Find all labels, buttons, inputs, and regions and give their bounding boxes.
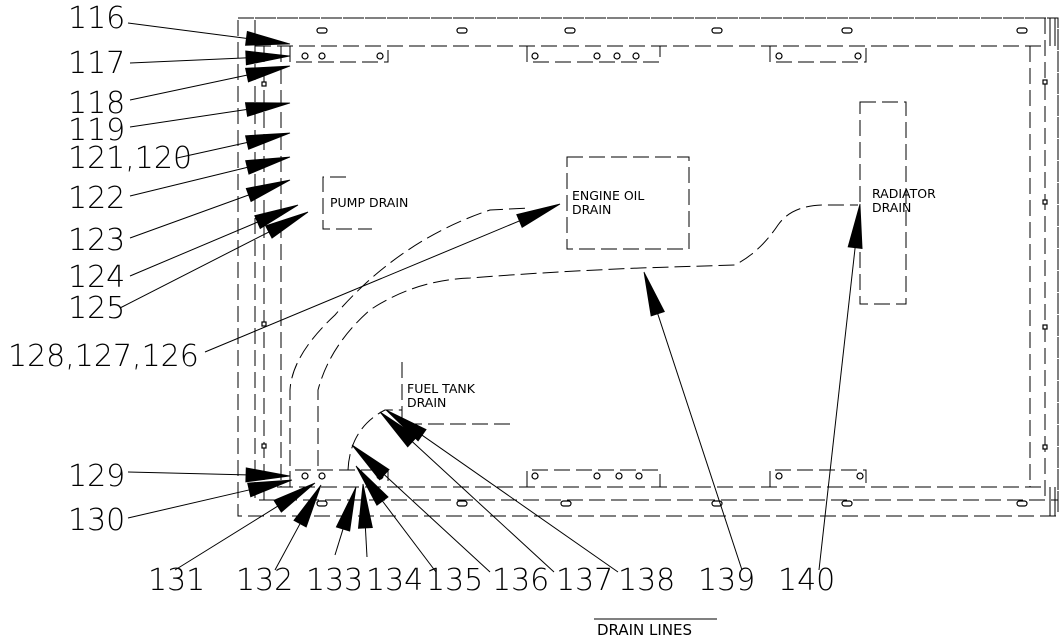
- leader-line: [382, 500, 437, 573]
- callout-119: 119: [68, 113, 125, 148]
- callout-129: 129: [68, 459, 125, 494]
- callout-117: 117: [68, 46, 125, 81]
- drain-hoses: [289, 204, 858, 471]
- leader-line: [129, 57, 247, 64]
- engine-oil-label-line2: DRAIN: [572, 202, 611, 217]
- leader-line: [818, 247, 856, 571]
- arrowhead: [385, 409, 427, 442]
- callout-118: 118: [68, 86, 125, 121]
- callout-130: 130: [68, 503, 125, 538]
- fuel-tank-label-line2: DRAIN: [407, 395, 446, 410]
- callout-123: 123: [68, 223, 125, 258]
- leader-line: [127, 22, 247, 39]
- callout-140: 140: [778, 563, 835, 598]
- diagram-caption: DRAIN LINES: [597, 621, 692, 639]
- leader-line: [129, 166, 248, 197]
- leader-line: [657, 313, 743, 571]
- callouts-bottom: 131 132 133 134 135 136 137 138 139 140: [148, 563, 835, 598]
- leader-line: [129, 194, 249, 239]
- arrowhead: [273, 482, 316, 513]
- leader-line: [334, 528, 344, 556]
- arrowhead: [293, 484, 322, 528]
- engine-oil-label-line1: ENGINE OIL: [572, 188, 644, 203]
- leader-line: [421, 434, 619, 573]
- callout-131: 131: [148, 563, 205, 598]
- callout-138: 138: [618, 563, 675, 598]
- arrowhead: [245, 132, 291, 150]
- arrowhead: [245, 30, 291, 46]
- arrowhead: [335, 486, 357, 532]
- arrowhead: [516, 203, 561, 228]
- mounting-holes: [261, 27, 1048, 507]
- arrowhead: [379, 411, 418, 448]
- callout-125: 125: [68, 291, 125, 326]
- pump-drain-label: PUMP DRAIN: [330, 195, 408, 210]
- arrowhead: [254, 204, 299, 230]
- callout-137: 137: [556, 563, 613, 598]
- arrowhead: [245, 156, 291, 175]
- callout-135: 135: [426, 563, 483, 598]
- arrowhead: [245, 65, 291, 83]
- leader-lines: [119, 22, 863, 573]
- arrowhead: [355, 465, 389, 506]
- callout-121-120: 121,120: [68, 141, 192, 176]
- top-brackets: [289, 46, 867, 63]
- leader-line: [412, 441, 555, 573]
- leader-line: [119, 231, 270, 309]
- arrowhead: [643, 271, 665, 317]
- radiator-label-line1: RADIATOR: [872, 186, 936, 201]
- callout-122: 122: [68, 181, 125, 216]
- arrowhead: [265, 211, 309, 239]
- callout-128-127-126: 128,127,126: [8, 339, 199, 374]
- leader-line: [129, 109, 247, 128]
- frame-outline: [237, 17, 1059, 517]
- leader-line: [384, 474, 491, 573]
- arrowhead: [351, 444, 390, 481]
- leader-line: [364, 527, 368, 558]
- radiator-box: [859, 101, 907, 305]
- radiator-label-line2: DRAIN: [872, 200, 911, 215]
- callout-132: 132: [236, 563, 293, 598]
- leader-line: [204, 220, 520, 353]
- arrowhead: [244, 102, 291, 117]
- callout-116: 116: [68, 1, 125, 36]
- fuel-tank-box: [401, 362, 512, 425]
- leader-line: [129, 221, 258, 277]
- leader-line: [127, 489, 250, 519]
- leader-line: [174, 505, 278, 571]
- callout-134: 134: [366, 563, 423, 598]
- fuel-tank-label-line1: FUEL TANK: [407, 381, 476, 396]
- leader-line: [127, 471, 247, 476]
- arrowhead: [245, 467, 291, 483]
- arrowhead: [245, 179, 291, 203]
- leader-line: [129, 74, 248, 101]
- leader-line: [274, 523, 301, 571]
- callout-133: 133: [306, 563, 363, 598]
- callouts-left: 116 117 118 119 121,120 122 123 124 125 …: [8, 1, 199, 538]
- arrowhead: [245, 50, 291, 66]
- arrowhead: [247, 479, 293, 498]
- callout-136: 136: [492, 563, 549, 598]
- pump-drain-box: [322, 176, 372, 230]
- arrowhead: [847, 203, 863, 249]
- callout-139: 139: [698, 563, 755, 598]
- arrowhead: [357, 483, 373, 529]
- engine-oil-box: [566, 156, 690, 250]
- leader-line: [176, 142, 248, 159]
- callout-124: 124: [68, 260, 125, 295]
